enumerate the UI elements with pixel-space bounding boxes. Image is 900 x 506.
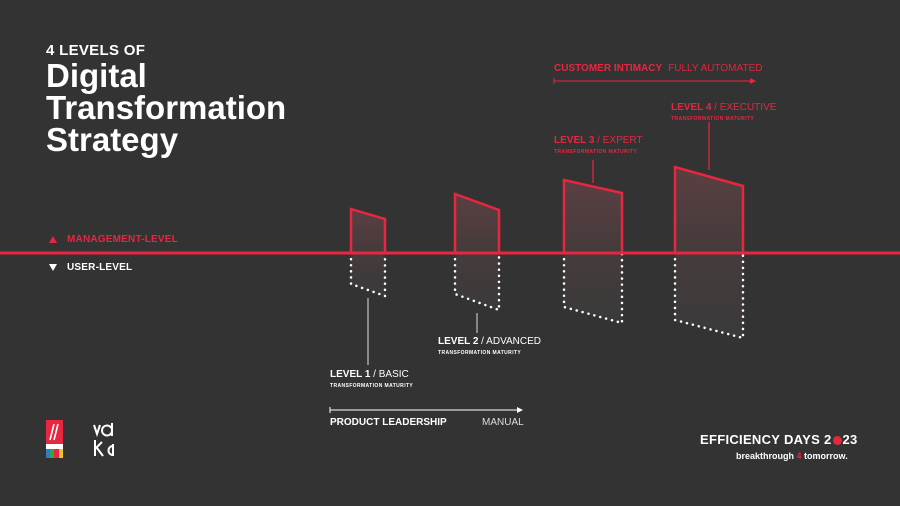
title-line-2: Transformation: [46, 89, 287, 126]
level-4-subtitle: TRANSFORMATION MATURITY: [671, 116, 755, 122]
level-3-caption: LEVEL 3 / EXPERT TRANSFORMATION MATURITY: [554, 135, 643, 155]
level-2-name: / ADVANCED: [478, 336, 541, 347]
event-tagline: breakthrough 4 tomorrow.: [736, 451, 848, 461]
management-level-label: MANAGEMENT-LEVEL: [67, 234, 178, 245]
level-2-caption: LEVEL 2 / ADVANCED TRANSFORMATION MATURI…: [438, 336, 541, 356]
page-title: Digital Transformation Strategy: [46, 57, 287, 158]
event-title: EFFICIENCY DAYS 2 23: [700, 432, 858, 447]
event-title-pre: EFFICIENCY DAYS 2: [700, 432, 832, 447]
triangle-down-icon: [49, 264, 57, 271]
top-axis-arrow: [553, 78, 756, 84]
title-line-3: Strategy: [46, 121, 179, 158]
level-3-subtitle: TRANSFORMATION MATURITY: [554, 149, 638, 155]
level-2-number: LEVEL 2: [438, 336, 479, 347]
user-level-label: USER-LEVEL: [67, 262, 133, 273]
event-title-post: 23: [842, 432, 858, 447]
level-1-subtitle: TRANSFORMATION MATURITY: [330, 383, 414, 389]
customer-intimacy-label: CUSTOMER INTIMACY: [554, 63, 663, 74]
bottom-axis-arrow: [329, 407, 523, 413]
level-4-caption: LEVEL 4 / EXECUTIVE TRANSFORMATION MATUR…: [671, 102, 776, 122]
level-3-number: LEVEL 3: [554, 135, 595, 146]
tagline-post: tomorrow.: [801, 451, 848, 461]
level-3-name: / EXPERT: [594, 135, 643, 146]
level-4-name: / EXECUTIVE: [711, 102, 777, 113]
manual-label: MANUAL: [482, 417, 524, 428]
tagline-pre: breakthrough: [736, 451, 797, 461]
product-leadership-label: PRODUCT LEADERSHIP: [330, 417, 447, 428]
red-dot-icon: [832, 436, 842, 445]
level-4-number: LEVEL 4: [671, 102, 712, 113]
title-line-1: Digital: [46, 57, 147, 94]
fully-automated-label: FULLY AUTOMATED: [668, 63, 763, 74]
level-1-caption: LEVEL 1 / BASIC TRANSFORMATION MATURITY: [330, 369, 413, 389]
level-1-name: / BASIC: [370, 369, 409, 380]
header-kicker: 4 LEVELS OF: [46, 42, 146, 59]
level-1-number: LEVEL 1: [330, 369, 371, 380]
vdka-logo: [93, 423, 114, 457]
tagline-accent: 4: [796, 451, 802, 461]
triangle-up-icon: [49, 236, 57, 243]
level-2-subtitle: TRANSFORMATION MATURITY: [438, 350, 522, 356]
eplan-logo: [46, 420, 63, 458]
top-axis-label: CUSTOMER INTIMACY FULLY AUTOMATED: [554, 63, 762, 74]
